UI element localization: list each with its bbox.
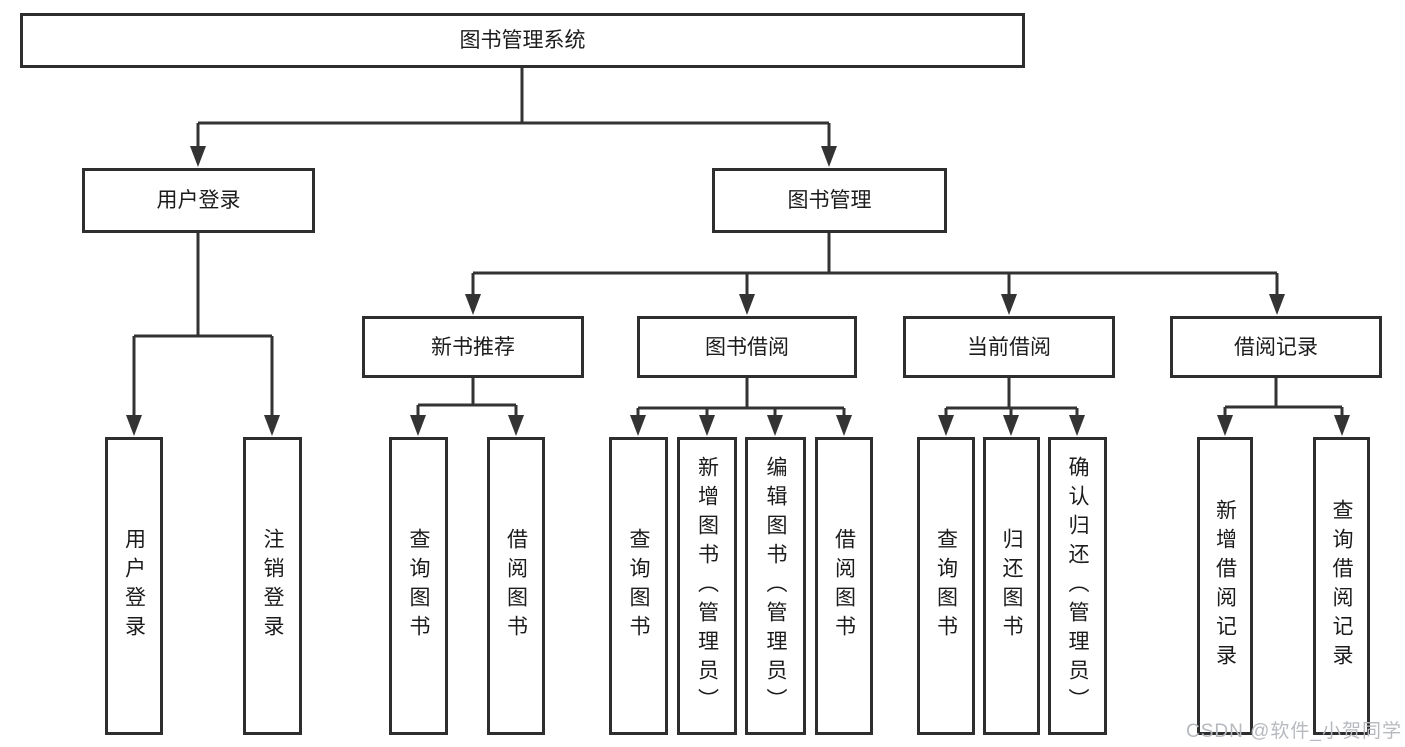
leaf-user-login: 用户登录 bbox=[105, 437, 163, 735]
leaf-borrow-book-1: 借阅图书 bbox=[487, 437, 545, 735]
leaf-query-book-2-label: 查询图书 bbox=[627, 528, 650, 644]
node-borrow-record: 借阅记录 bbox=[1170, 316, 1382, 378]
leaf-return-book-label: 归还图书 bbox=[1000, 528, 1023, 644]
leaf-add-borrow-record: 新增借阅记录 bbox=[1197, 437, 1253, 735]
node-user-login-label: 用户登录 bbox=[156, 189, 241, 212]
leaf-borrow-book-2-label: 借阅图书 bbox=[832, 528, 856, 644]
node-root: 图书管理系统 bbox=[20, 13, 1025, 68]
leaf-add-borrow-record-label: 新增借阅记录 bbox=[1213, 499, 1237, 673]
node-root-label: 图书管理系统 bbox=[459, 29, 586, 52]
node-book-mgmt: 图书管理 bbox=[712, 168, 947, 233]
node-book-borrow: 图书借阅 bbox=[637, 316, 857, 378]
edges-root-to-level2 bbox=[190, 66, 837, 167]
node-current-borrow-label: 当前借阅 bbox=[967, 335, 1051, 359]
leaf-add-book-admin: 新增图书（管理员） bbox=[677, 437, 737, 735]
node-current-borrow: 当前借阅 bbox=[903, 316, 1115, 378]
leaf-query-book-3-label: 查询图书 bbox=[934, 528, 958, 644]
leaf-user-login-label: 用户登录 bbox=[122, 528, 146, 644]
leaf-borrow-book-1-label: 借阅图书 bbox=[504, 528, 528, 644]
leaf-query-borrow-record: 查询借阅记录 bbox=[1313, 437, 1370, 735]
edges-book-borrow-children bbox=[630, 378, 852, 436]
leaf-query-borrow-record-label: 查询借阅记录 bbox=[1330, 499, 1353, 673]
leaf-add-book-admin-label: 新增图书（管理员） bbox=[695, 455, 719, 717]
edges-book-mgmt-to-level3 bbox=[465, 233, 1285, 315]
csdn-watermark: CSDN @软件_小贺同学 bbox=[1186, 721, 1402, 742]
edges-current-borrow-children bbox=[938, 378, 1085, 436]
leaf-confirm-return-admin: 确认归还（管理员） bbox=[1048, 437, 1107, 735]
leaf-logout: 注销登录 bbox=[243, 437, 302, 735]
node-book-borrow-label: 图书借阅 bbox=[705, 335, 789, 359]
leaf-query-book-2: 查询图书 bbox=[609, 437, 668, 735]
node-new-book-recommend-label: 新书推荐 bbox=[431, 335, 515, 359]
leaf-edit-book-admin-label: 编辑图书（管理员） bbox=[764, 455, 787, 717]
leaf-query-book-3: 查询图书 bbox=[917, 437, 975, 735]
leaf-query-book-1: 查询图书 bbox=[389, 437, 448, 735]
node-book-mgmt-label: 图书管理 bbox=[787, 189, 872, 212]
edges-new-book-children bbox=[410, 378, 524, 436]
leaf-query-book-1-label: 查询图书 bbox=[407, 528, 430, 644]
node-borrow-record-label: 借阅记录 bbox=[1234, 335, 1318, 359]
node-new-book-recommend: 新书推荐 bbox=[362, 316, 584, 378]
leaf-borrow-book-2: 借阅图书 bbox=[815, 437, 873, 735]
edges-borrow-record-children bbox=[1217, 378, 1350, 436]
leaf-edit-book-admin: 编辑图书（管理员） bbox=[745, 437, 806, 735]
node-user-login: 用户登录 bbox=[82, 168, 315, 233]
edges-user-login-children bbox=[126, 233, 280, 436]
leaf-confirm-return-admin-label: 确认归还（管理员） bbox=[1066, 455, 1089, 717]
leaf-logout-label: 注销登录 bbox=[261, 528, 284, 644]
leaf-return-book: 归还图书 bbox=[983, 437, 1040, 735]
